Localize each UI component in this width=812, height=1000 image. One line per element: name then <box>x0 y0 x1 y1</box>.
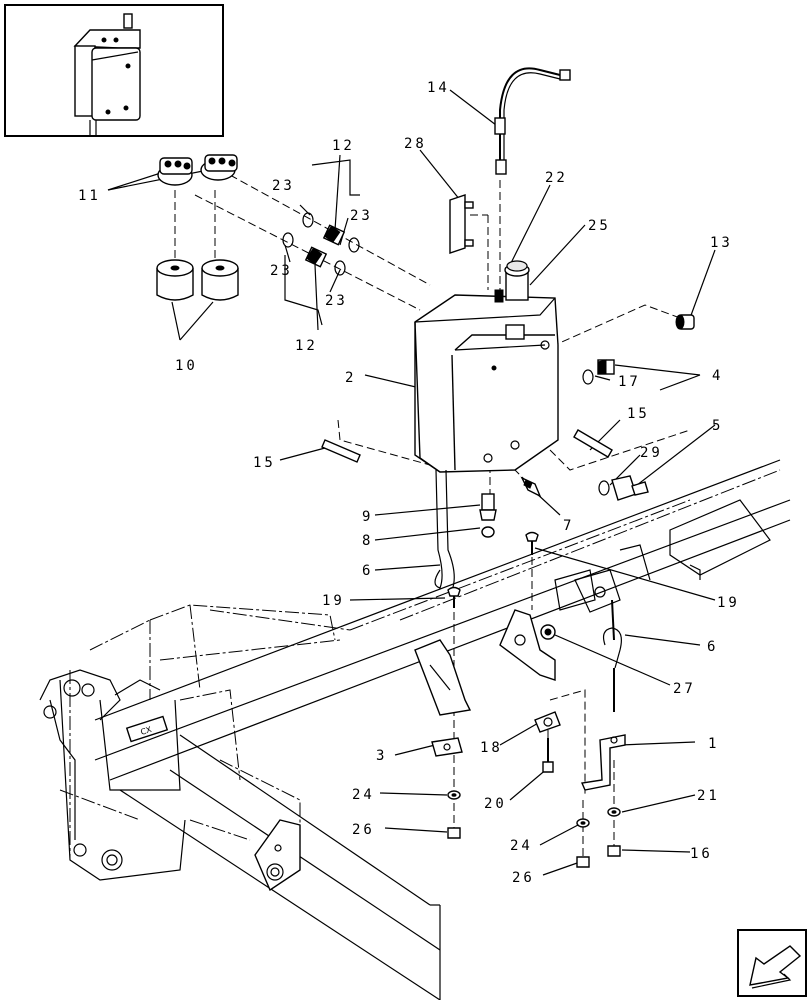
part-2-reservoir-tank <box>414 289 559 473</box>
callout-3: 3 <box>376 748 387 764</box>
part-24-washer-left <box>447 790 461 800</box>
locator-thumbnail <box>4 4 224 137</box>
callout-22: 22 <box>545 170 568 186</box>
callout-20: 20 <box>484 796 507 812</box>
callout-11: 11 <box>78 188 101 204</box>
callout-27: 27 <box>673 681 696 697</box>
callout-16: 16 <box>690 846 713 862</box>
callout-7: 7 <box>563 518 574 534</box>
callout-4: 4 <box>712 368 723 384</box>
callout-1: 1 <box>708 736 719 752</box>
part-26-nut-right <box>576 856 590 868</box>
part-14-sensor-cable <box>494 67 571 175</box>
part-3-bracket <box>414 639 472 757</box>
part-8-cap <box>481 526 495 538</box>
part-6-jbolt-right <box>602 599 622 712</box>
part-6-strap-left <box>434 469 455 591</box>
callout-labels: 11 10 12 12 23 23 23 23 14 28 22 25 13 2… <box>78 80 740 886</box>
callout-24-right: 24 <box>510 838 533 854</box>
part-5-elbow <box>598 475 649 501</box>
callout-26-right: 26 <box>512 870 535 886</box>
callout-8: 8 <box>362 533 373 549</box>
part-28-bracket <box>449 194 474 254</box>
callout-12-bottom: 12 <box>295 338 318 354</box>
callout-19-left: 19 <box>322 593 345 609</box>
next-page-arrow-icon[interactable] <box>737 929 807 997</box>
callout-12-top: 12 <box>332 138 355 154</box>
part-1-bracket <box>580 734 626 791</box>
callout-23-d: 23 <box>325 293 348 309</box>
callout-15-right: 15 <box>627 406 650 422</box>
callout-23-c: 23 <box>270 263 293 279</box>
callout-10: 10 <box>175 358 198 374</box>
part-24-washer-right <box>576 818 590 828</box>
callout-23-a: 23 <box>272 178 295 194</box>
callout-18: 18 <box>480 740 503 756</box>
part-23-o-rings <box>282 212 360 276</box>
part-19-bolt-right <box>525 531 539 555</box>
part-19-bolt-left <box>447 586 461 608</box>
part-9-fitting <box>479 493 497 521</box>
callout-15-left: 15 <box>253 455 276 471</box>
callout-19-right: 19 <box>717 595 740 611</box>
part-17-o-ring <box>582 369 594 385</box>
part-18-clamp <box>534 711 561 733</box>
callout-9: 9 <box>362 509 373 525</box>
callout-28: 28 <box>404 136 427 152</box>
frame-decal: CX <box>139 725 153 737</box>
callout-26-left: 26 <box>352 822 375 838</box>
callout-14: 14 <box>427 80 450 96</box>
callout-13: 13 <box>710 235 733 251</box>
callout-21: 21 <box>697 788 720 804</box>
callout-29: 29 <box>640 445 663 461</box>
part-15-strips <box>321 429 613 463</box>
part-10-cylinders <box>156 259 239 301</box>
machine-frame: CX <box>39 459 791 1000</box>
part-26-nut-left <box>447 827 461 839</box>
part-22-filler-cap <box>504 260 530 301</box>
callout-6-right: 6 <box>707 639 718 655</box>
assembly-paths <box>174 174 691 860</box>
part-16-nut <box>607 845 621 857</box>
callout-5: 5 <box>712 418 723 434</box>
part-4-fitting <box>597 359 615 375</box>
leader-lines <box>107 89 716 876</box>
callout-24-left: 24 <box>352 787 375 803</box>
part-27-nut <box>540 624 556 640</box>
support-bracket-right <box>499 569 596 681</box>
callout-25: 25 <box>588 218 611 234</box>
callout-17: 17 <box>618 374 641 390</box>
part-21-washer <box>607 807 621 817</box>
callout-23-b: 23 <box>350 208 373 224</box>
part-20-bolt <box>542 738 554 773</box>
part-13-plug <box>675 314 695 330</box>
part-7-fitting <box>520 476 542 498</box>
callout-6-left: 6 <box>362 563 373 579</box>
part-11-valve-blocks <box>157 154 238 186</box>
callout-2: 2 <box>345 370 356 386</box>
part-12-fittings <box>304 224 346 268</box>
